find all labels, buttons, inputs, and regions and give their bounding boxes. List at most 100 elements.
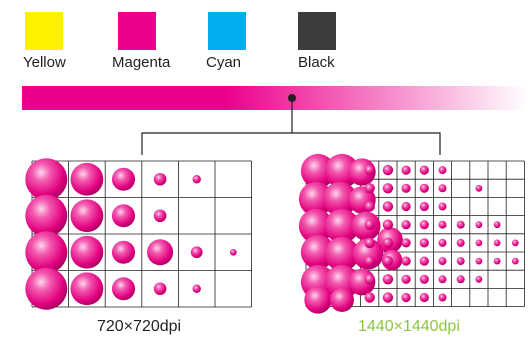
legend-label-yellow: Yellow bbox=[23, 54, 66, 71]
dot-1440-small bbox=[364, 183, 375, 194]
dot-1440-small bbox=[401, 274, 411, 284]
dot-720 bbox=[111, 204, 136, 228]
dot-1440-large bbox=[304, 286, 332, 314]
dot-1440-small bbox=[475, 275, 483, 283]
dot-720 bbox=[25, 267, 68, 310]
dot-1440-small bbox=[438, 293, 447, 302]
dot-720 bbox=[229, 248, 237, 256]
dot-1440-small bbox=[475, 239, 483, 247]
dot-1440-small bbox=[493, 239, 501, 247]
dot-720 bbox=[111, 277, 136, 301]
dot-1440-small bbox=[419, 292, 429, 303]
dot-1440-small bbox=[419, 165, 429, 175]
dot-720 bbox=[190, 246, 203, 259]
dot-720 bbox=[111, 240, 136, 264]
dot-720 bbox=[70, 199, 104, 233]
dot-1440-small bbox=[438, 275, 447, 284]
tone-gradient-bar bbox=[22, 86, 528, 110]
dot-1440-small bbox=[382, 201, 394, 212]
dot-720 bbox=[70, 272, 104, 306]
dot-1440-large bbox=[352, 238, 384, 270]
dot-1440-small bbox=[382, 292, 394, 303]
dot-720 bbox=[153, 282, 167, 296]
dot-1440-small bbox=[364, 237, 375, 249]
dot-1440-small bbox=[364, 164, 375, 176]
dot-1440-small bbox=[401, 238, 411, 248]
dot-1440-large bbox=[300, 153, 336, 189]
dot-1440-large bbox=[324, 264, 360, 300]
dot-720 bbox=[147, 239, 174, 266]
dot-720 bbox=[153, 209, 167, 223]
dot-1440-small bbox=[382, 255, 394, 267]
dot-1440-large bbox=[324, 153, 360, 189]
legend-label-black: Black bbox=[298, 54, 335, 71]
caption-1440dpi: 1440×1440dpi bbox=[358, 318, 460, 335]
dot-1440-small bbox=[382, 183, 394, 194]
dot-1440-small bbox=[438, 166, 447, 175]
dot-1440-small bbox=[364, 219, 375, 230]
dot-720 bbox=[153, 172, 167, 186]
dot-1440-small bbox=[401, 165, 411, 175]
dot-720 bbox=[25, 231, 68, 274]
dot-1440-small bbox=[419, 256, 429, 266]
dot-1440-small bbox=[438, 184, 447, 193]
dot-1440-small bbox=[364, 292, 375, 303]
dot-720 bbox=[192, 175, 201, 184]
dot-1440-small bbox=[364, 274, 375, 285]
dot-1440-large bbox=[322, 181, 358, 217]
swatch-yellow bbox=[25, 12, 63, 50]
dot-1440-small bbox=[511, 239, 519, 247]
dot-1440-small bbox=[456, 275, 465, 284]
dot-1440-small bbox=[382, 274, 394, 285]
dot-1440-small bbox=[401, 183, 411, 193]
swatch-black bbox=[298, 12, 336, 50]
dot-1440-small bbox=[475, 184, 483, 192]
grid-720dpi bbox=[25, 158, 253, 310]
dot-1440-small bbox=[401, 220, 411, 230]
dot-720 bbox=[70, 162, 104, 196]
dot-1440-large bbox=[330, 288, 354, 312]
dot-1440-small bbox=[401, 256, 411, 266]
dot-1440-small bbox=[456, 238, 465, 247]
dot-1440-small bbox=[456, 257, 465, 266]
dot-720 bbox=[192, 284, 201, 293]
dot-1440-small bbox=[419, 183, 429, 193]
legend-label-magenta: Magenta bbox=[112, 54, 171, 71]
dot-1440-large bbox=[324, 236, 360, 272]
dot-1440-large bbox=[324, 208, 360, 244]
dot-1440-small bbox=[456, 220, 465, 229]
dot-720 bbox=[70, 235, 104, 269]
swatch-magenta bbox=[118, 12, 156, 50]
caption-720dpi: 720×720dpi bbox=[97, 318, 182, 335]
dot-1440-small bbox=[493, 221, 501, 229]
legend-label-cyan: Cyan bbox=[206, 54, 242, 71]
dot-1440-small bbox=[382, 237, 394, 249]
grid-1440dpi bbox=[298, 153, 525, 314]
dot-1440-small bbox=[364, 255, 375, 267]
dot-1440-small bbox=[438, 238, 447, 247]
dot-1440-small bbox=[438, 257, 447, 266]
dot-1440-large bbox=[298, 181, 334, 217]
dot-720 bbox=[111, 167, 136, 191]
bar-marker-dot bbox=[288, 94, 296, 102]
dot-1440-large bbox=[298, 208, 334, 244]
dot-1440-small bbox=[475, 257, 483, 265]
dot-1440-small bbox=[493, 257, 501, 265]
dot-1440-small bbox=[438, 220, 447, 229]
dot-1440-small bbox=[475, 221, 483, 229]
dot-1440-small bbox=[401, 201, 411, 212]
dot-1440-small bbox=[438, 202, 447, 211]
dot-1440-small bbox=[364, 201, 375, 212]
dot-720 bbox=[25, 158, 68, 201]
dot-1440-small bbox=[419, 201, 429, 212]
dot-1440-small bbox=[382, 164, 394, 176]
dot-1440-small bbox=[419, 274, 429, 284]
swatch-cyan bbox=[208, 12, 246, 50]
dot-1440-small bbox=[419, 220, 429, 230]
dot-1440-small bbox=[401, 292, 411, 303]
bracket-connector bbox=[141, 94, 441, 155]
dot-1440-small bbox=[511, 257, 519, 265]
dot-1440-small bbox=[419, 238, 429, 248]
dot-720 bbox=[25, 194, 68, 237]
